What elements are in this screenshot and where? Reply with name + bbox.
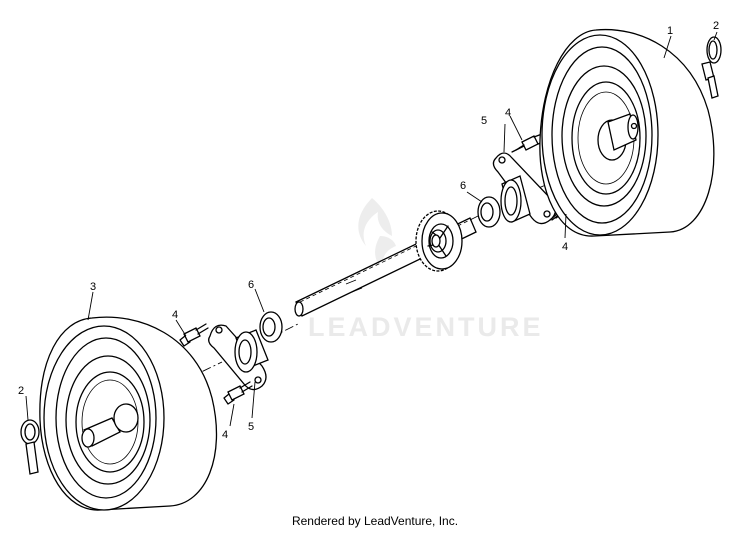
washer-right (477, 196, 501, 228)
lynch-pin-right (701, 36, 722, 99)
wheel-right (539, 28, 715, 237)
bolt-right-top (511, 133, 546, 153)
bolt-left-bottom (223, 381, 253, 405)
callout-wheel-right: 1 (667, 25, 673, 37)
callout-washer-left: 6 (248, 279, 254, 291)
render-caption: Rendered by LeadVenture, Inc. (291, 514, 459, 528)
callout-numbers: 1 2 5 4 6 4 3 4 6 4 5 2 (18, 20, 719, 441)
callout-bolt-right-bottom: 4 (562, 241, 568, 253)
flame-logo (358, 198, 392, 246)
bolt-left-top (179, 323, 209, 347)
leader-lines (25, 31, 718, 427)
callout-bolt-left-top: 4 (172, 309, 178, 321)
washer-left (259, 311, 283, 343)
callout-washer-right: 6 (460, 180, 466, 192)
callout-wheel-left: 3 (90, 281, 96, 293)
bearing-flange-left (208, 324, 269, 391)
wheel-left (39, 316, 218, 511)
callout-bolt-left-bottom: 4 (222, 429, 228, 441)
callout-pin-right: 2 (713, 20, 719, 32)
leadventure-watermark: LEADVENTURE (308, 198, 544, 342)
callout-bolt-right-top: 4 (505, 107, 511, 119)
lynch-pin-left (20, 419, 40, 475)
drive-gear (415, 210, 463, 272)
callout-pin-left: 2 (18, 385, 24, 397)
callout-bearing-flange-right: 5 (481, 115, 487, 127)
watermark-text: LEADVENTURE (308, 312, 544, 342)
bearing-flange-right (492, 152, 557, 225)
callout-bearing-flange-left: 5 (248, 421, 254, 433)
